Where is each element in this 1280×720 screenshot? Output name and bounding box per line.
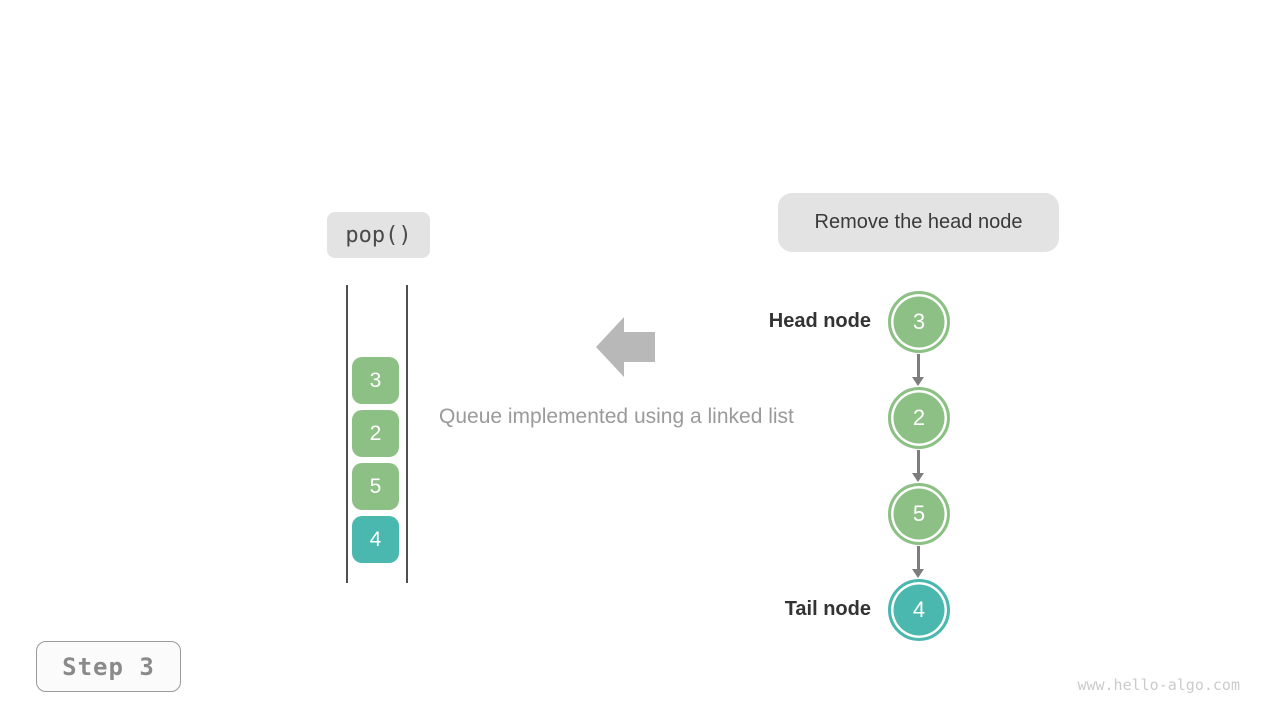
queue-cell: 4 [352,516,399,563]
queue-cell-value: 2 [369,421,382,445]
linked-list-node-head: 3 [888,291,950,353]
connector-arrow [917,546,920,571]
queue-wall-left [346,285,348,583]
figure-caption: Queue implemented using a linked list [439,405,794,428]
linked-list-node-tail: 4 [888,579,950,641]
queue-wall-right [406,285,408,583]
arrow-down-icon [912,377,924,386]
annotation-text: Remove the head node [814,211,1023,233]
node-value: 4 [912,597,926,622]
queue-cell: 5 [352,463,399,510]
arrow-down-icon [912,569,924,578]
linked-list-node: 2 [888,387,950,449]
step-badge: Step 3 [36,641,181,692]
step-badge-text: Step 3 [62,652,155,681]
head-node-label: Head node [768,310,871,332]
node-value: 3 [912,309,926,334]
watermark: www.hello-algo.com [1077,676,1240,694]
queue-cell: 2 [352,410,399,457]
node-value: 5 [912,501,926,526]
arrow-down-icon [912,473,924,482]
connector-arrow [917,354,920,379]
arrow-left-icon [596,317,655,377]
linked-list-node: 5 [888,483,950,545]
queue-cell-value: 3 [369,368,382,392]
annotation-bubble: Remove the head node [778,193,1059,252]
node-value: 2 [912,405,926,430]
queue-cell-value: 4 [369,527,382,551]
connector-arrow [917,450,920,475]
queue-cell-value: 5 [369,474,382,498]
queue-cell: 3 [352,357,399,404]
tail-node-label: Tail node [784,598,871,620]
operation-label: pop() [327,212,430,258]
operation-label-text: pop() [345,222,412,248]
